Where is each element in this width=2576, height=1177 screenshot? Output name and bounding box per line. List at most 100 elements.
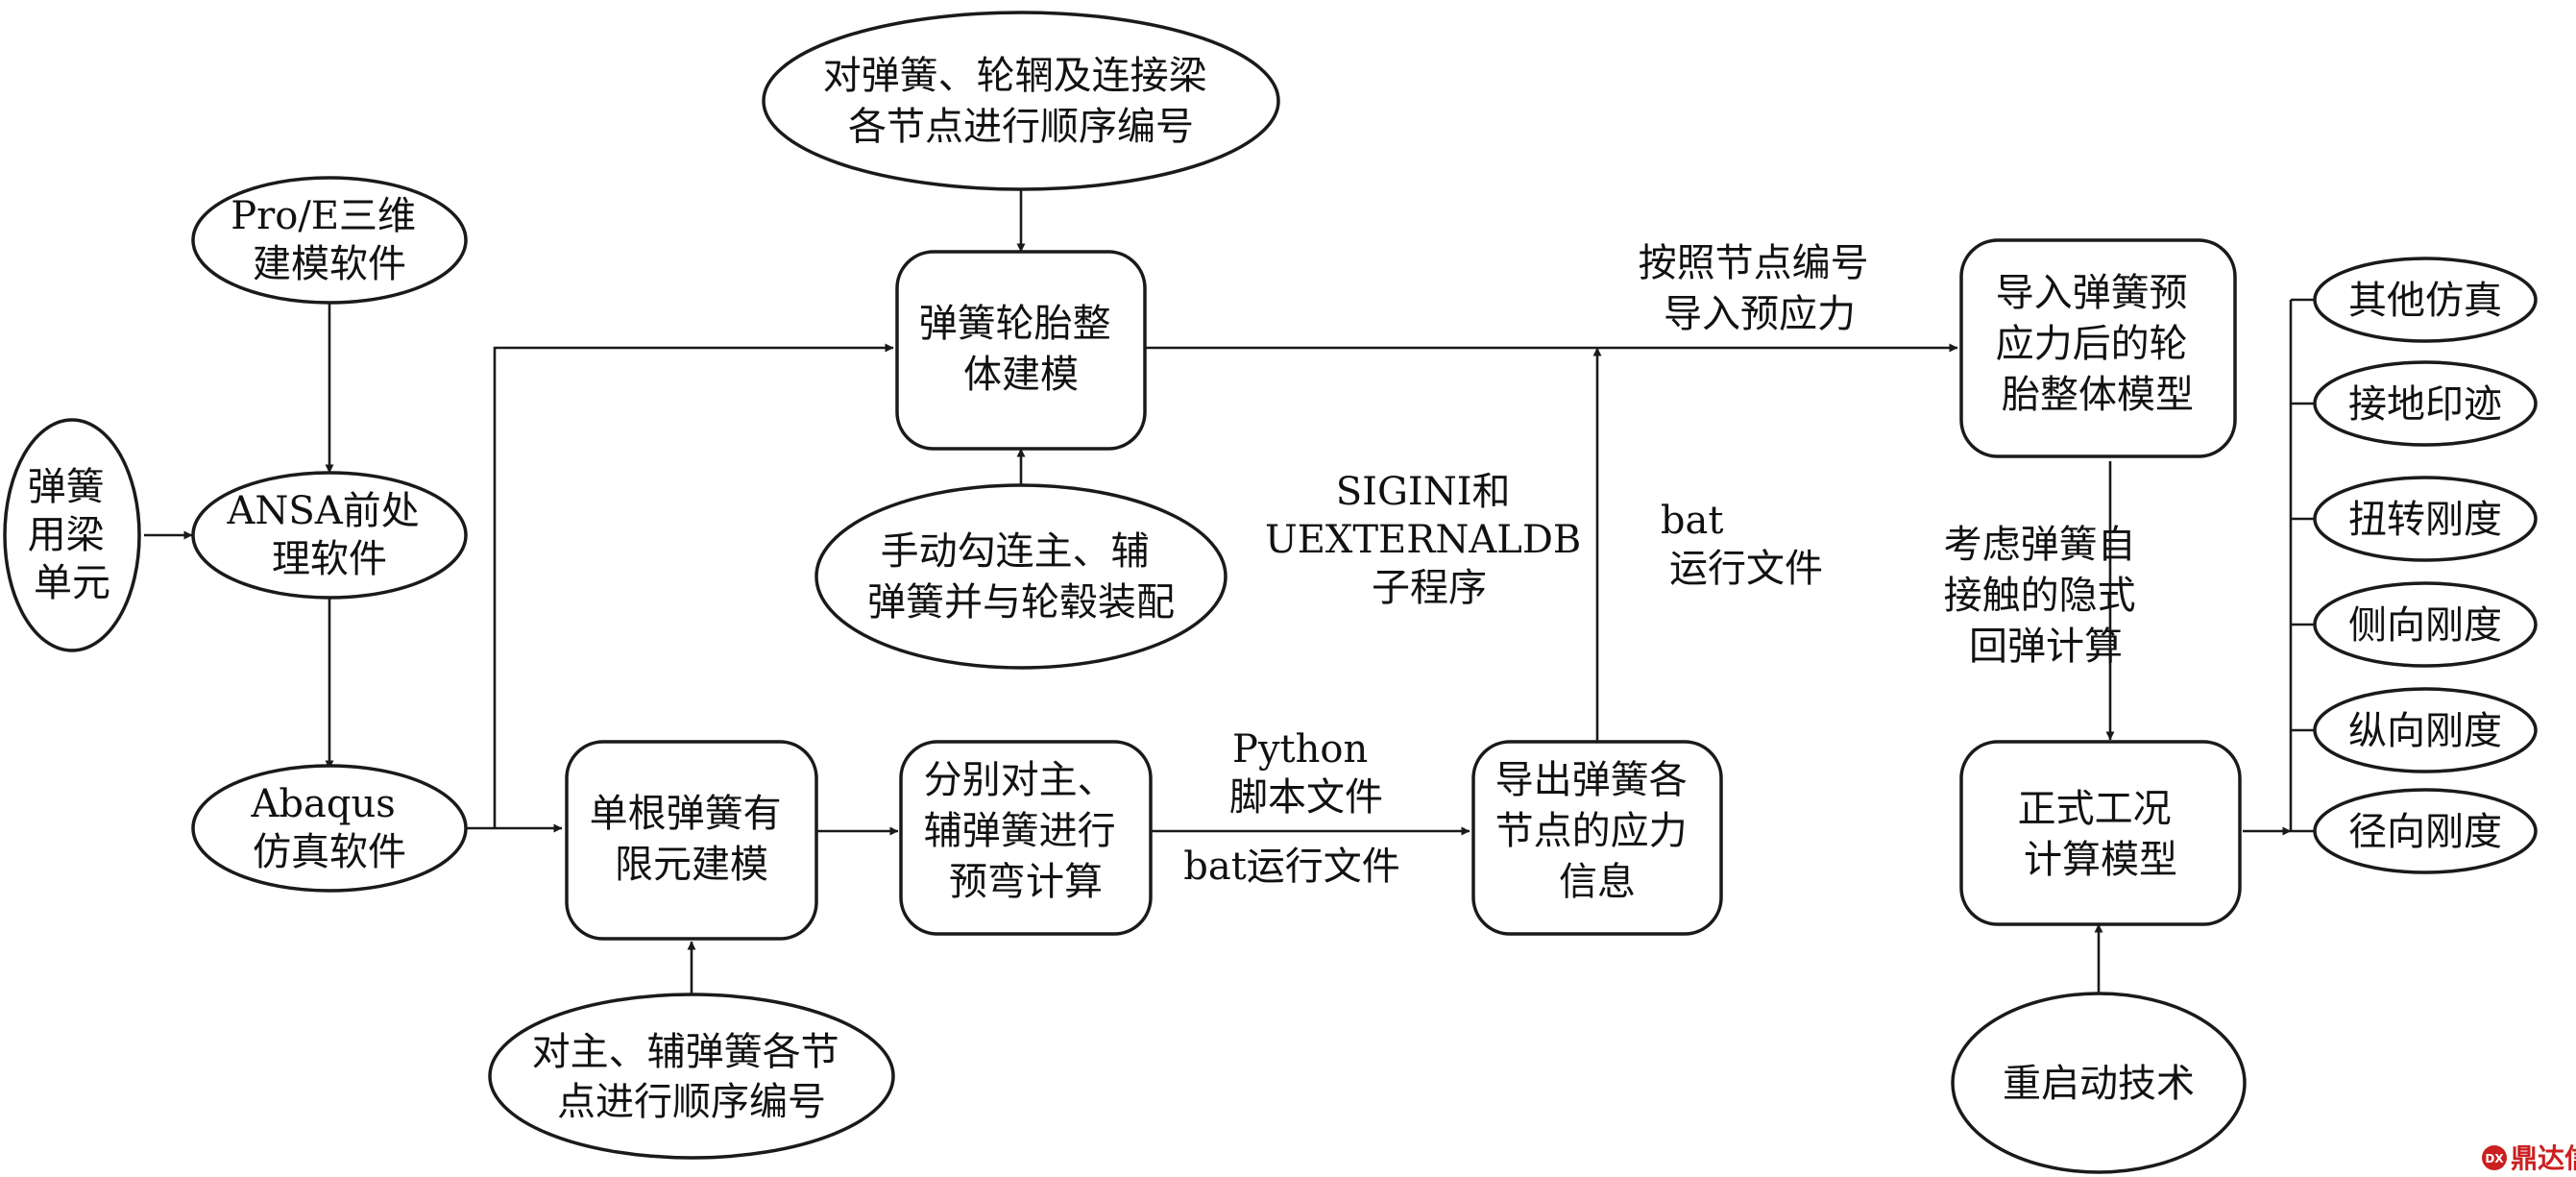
node-assemble-line-1: 手动勾连主、辅 (881, 529, 1150, 574)
node-export-line-1: 导出弹簧各 (1495, 758, 1688, 802)
svg-text:Abaqus 仿真软件: Abaqus 仿真软件 (251, 782, 408, 874)
edge-label-bat-top-line-1: bat (1661, 499, 1724, 543)
node-formal-line-2: 计算模型 (2024, 838, 2177, 882)
watermark-icon-text: DX (2485, 1152, 2504, 1165)
edge-label-bat-top-line-2: 运行文件 (1669, 547, 1823, 591)
node-number-bottom-line-2: 点进行顺序编号 (557, 1080, 826, 1124)
edge-label-bat-bottom-line-1: bat运行文件 (1183, 845, 1400, 889)
node-assemble-line-2: 弹簧并与轮毂装配 (867, 580, 1175, 625)
output-ellipse (2313, 581, 2538, 668)
edge-abaqus-to-tire-model (493, 343, 894, 828)
edge-label-import-prestress-line-2: 导入预应力 (1664, 292, 1856, 336)
edge-label-sigini-line-2: UEXTERNALDB (1265, 518, 1581, 562)
node-import-line-3: 胎整体模型 (2002, 373, 2194, 417)
node-output-6: 径向刚度 (2313, 788, 2538, 874)
output-label: 其他仿真 (2348, 279, 2502, 323)
node-preload-line-3: 预弯计算 (949, 860, 1103, 904)
output-ellipse (2313, 687, 2538, 773)
node-single-spring-line-1: 单根弹簧有 (590, 792, 782, 836)
node-import-line-2: 应力后的轮 (1996, 322, 2188, 366)
node-tire-model-line-2: 体建模 (963, 353, 1079, 397)
node-abaqus-line-2: 仿真软件 (253, 830, 406, 874)
node-ansa-line-1: ANSA前处 (227, 489, 420, 533)
output-label: 接地印迹 (2348, 382, 2502, 427)
node-preload-line-2: 辅弹簧进行 (924, 809, 1116, 853)
node-proe-modeling: Pro/E三维 建模软件 (191, 176, 468, 305)
node-proe-line-1: Pro/E三维 (231, 194, 416, 238)
node-spring-beam-line-2: 用梁 (28, 513, 105, 557)
node-spring-beam-line-1: 弹簧 (28, 465, 105, 509)
edge-label-self-contact-line-2: 接触的隐式 (1944, 574, 2136, 618)
edge-label-sigini-line-1: SIGINI和 (1336, 470, 1511, 514)
edge-label-python-line-1: Python (1232, 727, 1368, 772)
svg-text:对主、辅弹簧各节 点进行顺序编号: 对主、辅弹簧各节 点进行顺序编号 (532, 1030, 852, 1124)
svg-text:对弹簧、轮辋及连接梁 各节点进行顺序编号: 对弹簧、轮辋及连接梁 各节点进行顺序编号 (823, 54, 1220, 149)
node-assemble-springs: 手动勾连主、辅 弹簧并与轮毂装配 (814, 483, 1227, 670)
svg-text:重启动技术: 重启动技术 (2003, 1062, 2195, 1106)
output-ellipse (2313, 476, 2538, 562)
node-proe-line-2: 建模软件 (253, 242, 406, 286)
node-number-nodes-bottom: 对主、辅弹簧各节 点进行顺序编号 (488, 993, 895, 1160)
node-single-spring-fe: 单根弹簧有 限元建模 (565, 740, 818, 941)
node-import-prestress-model: 导入弹簧预 应力后的轮 胎整体模型 (1959, 238, 2237, 458)
edge-label-bat-top: bat 运行文件 (1661, 499, 1823, 591)
node-tire-model-line-1: 弹簧轮胎整 (919, 302, 1111, 346)
node-number-top-line-1: 对弹簧、轮辋及连接梁 (823, 54, 1207, 98)
svg-text:导入弹簧预 应力后的轮 胎整体模型: 导入弹簧预 应力后的轮 胎整体模型 (1996, 271, 2200, 417)
svg-text:手动勾连主、辅 弹簧并与轮毂装配: 手动勾连主、辅 弹簧并与轮毂装配 (867, 529, 1175, 625)
node-tire-model: 弹簧轮胎整 体建模 (895, 250, 1147, 451)
node-formal-line-1: 正式工况 (2018, 787, 2172, 831)
node-spring-beam-element: 弹簧 用梁 单元 (3, 418, 141, 652)
edge-label-self-contact-line-1: 考虑弹簧自 (1944, 523, 2136, 567)
edge-label-self-contact-line-3: 回弹计算 (1969, 625, 2123, 669)
node-output-2: 接地印迹 (2313, 360, 2538, 447)
edge-label-python-line-2: 脚本文件 (1229, 775, 1383, 820)
watermark-logo: DX 鼎达信 (2482, 1142, 2576, 1174)
node-abaqus-line-1: Abaqus (251, 782, 396, 826)
svg-text:弹簧 用梁 单元: 弹簧 用梁 单元 (28, 465, 117, 605)
edge-label-sigini: SIGINI和 UEXTERNALDB 子程序 (1265, 470, 1593, 610)
node-number-top-line-2: 各节点进行顺序编号 (848, 105, 1194, 149)
edge-label-import-prestress: 按照节点编号 导入预应力 (1639, 241, 1882, 336)
svg-text:导出弹簧各 节点的应力 信息: 导出弹簧各 节点的应力 信息 (1495, 758, 1700, 904)
node-formal-calculation-model: 正式工况 计算模型 (1959, 740, 2242, 926)
edge-label-self-contact: 考虑弹簧自 接触的隐式 回弹计算 (1944, 523, 2149, 669)
node-export-line-2: 节点的应力 (1495, 809, 1688, 853)
output-ellipse (2313, 257, 2538, 343)
output-ellipse (2313, 788, 2538, 874)
connectors (144, 189, 2293, 994)
node-spring-beam-line-3: 单元 (34, 561, 110, 605)
output-label: 纵向刚度 (2348, 709, 2502, 753)
output-branches (2291, 298, 2315, 833)
node-export-line-3: 信息 (1559, 860, 1636, 904)
edge-label-import-prestress-line-1: 按照节点编号 (1639, 241, 1869, 285)
svg-text:Pro/E三维 建模软件: Pro/E三维 建模软件 (231, 194, 428, 286)
svg-text:弹簧轮胎整 体建模: 弹簧轮胎整 体建模 (919, 302, 1124, 397)
node-import-line-1: 导入弹簧预 (1996, 271, 2188, 315)
node-restart-line-1: 重启动技术 (2003, 1062, 2195, 1106)
watermark-icon (2482, 1145, 2507, 1170)
node-single-spring-line-2: 限元建模 (615, 843, 768, 887)
node-output-1: 其他仿真 (2313, 257, 2538, 343)
watermark-text: 鼎达信 (2511, 1142, 2576, 1174)
node-ansa-preprocessor: ANSA前处 理软件 (191, 471, 468, 600)
svg-text:正式工况 计算模型: 正式工况 计算模型 (2018, 787, 2184, 882)
edge-label-bat-bottom: bat运行文件 (1183, 845, 1400, 889)
svg-text:ANSA前处 理软件: ANSA前处 理软件 (227, 489, 432, 581)
output-label: 径向刚度 (2348, 810, 2502, 854)
output-label: 扭转刚度 (2348, 498, 2502, 542)
edge-label-python: Python 脚本文件 (1229, 727, 1383, 820)
output-ellipse (2313, 360, 2538, 447)
svg-text:分别对主、 辅弹簧进行 预弯计算: 分别对主、 辅弹簧进行 预弯计算 (924, 758, 1129, 904)
output-label: 侧向刚度 (2348, 603, 2502, 648)
node-ansa-line-2: 理软件 (272, 537, 387, 581)
node-output-5: 纵向刚度 (2313, 687, 2538, 773)
node-number-bottom-line-1: 对主、辅弹簧各节 (532, 1030, 839, 1074)
edge-label-sigini-line-3: 子程序 (1372, 566, 1487, 610)
node-output-3: 扭转刚度 (2313, 476, 2538, 562)
node-number-nodes-top: 对弹簧、轮辋及连接梁 各节点进行顺序编号 (762, 11, 1280, 191)
node-restart-technique: 重启动技术 (1951, 992, 2247, 1174)
node-preload-calculation: 分别对主、 辅弹簧进行 预弯计算 (899, 740, 1153, 936)
